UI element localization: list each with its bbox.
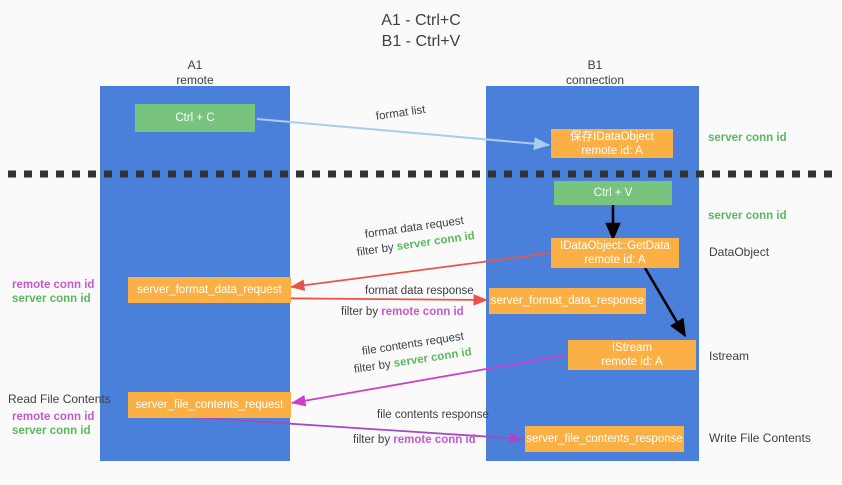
annotation-server-conn-id-left-2: server conn id — [12, 425, 91, 437]
filter-value-remote-conn-id-2: remote conn id — [393, 434, 476, 446]
annotation-dataobject: DataObject — [709, 245, 770, 259]
box-ctrl-v-label: Ctrl + V — [593, 187, 633, 199]
box-ctrl-v[interactable]: Ctrl + V — [554, 181, 672, 205]
edge-label-format-data-response-filter: filter by remote conn id — [341, 305, 464, 320]
box-ctrl-c[interactable]: Ctrl + C — [135, 104, 255, 132]
box-istream[interactable]: IStream remote id: A — [568, 340, 696, 370]
box-ctrl-c-label: Ctrl + C — [175, 112, 215, 124]
box-server-format-data-request[interactable]: server_format_data_request — [128, 277, 291, 303]
column-header-a1: A1 remote — [120, 58, 270, 88]
edge-label-format-list: format list — [375, 103, 427, 123]
annotation-write-file-contents: Write File Contents — [709, 431, 811, 445]
box-idataobject-getdata[interactable]: IDataObject::GetData remote id: A — [551, 238, 679, 268]
edge-label-format-data-response-text: format data response — [365, 285, 474, 297]
annotation-remote-conn-id-2: remote conn id — [12, 411, 95, 423]
box-idataobject-line1: 保存IDataObject — [570, 130, 654, 143]
box-server-file-contents-request[interactable]: server_file_contents_request — [128, 392, 291, 418]
edge-label-file-contents-response: file contents response — [377, 408, 489, 423]
annotation-read-file-contents: Read File Contents — [8, 392, 111, 406]
box-getdata-line1: IDataObject::GetData — [560, 240, 670, 252]
column-b1-name: B1 — [587, 58, 603, 72]
box-istream-line2: remote id: A — [601, 356, 663, 368]
edge-label-file-contents-response-filter: filter by remote conn id — [353, 433, 476, 448]
column-a1-sub: remote — [176, 73, 214, 87]
box-idataobject-line2: remote id: A — [581, 144, 643, 157]
filter-prefix-2: filter by — [341, 306, 382, 318]
box-server-format-data-response[interactable]: server_format_data_response — [489, 288, 646, 314]
box-istream-line1: IStream — [611, 342, 653, 354]
annotation-server-conn-id-mid: server conn id — [708, 210, 787, 222]
annotation-remote-conn-id-1: remote conn id — [12, 279, 95, 291]
annotation-server-conn-id-left-1: server conn id — [12, 293, 91, 305]
filter-prefix-1: filter by — [356, 241, 398, 259]
box-server-format-data-request-label: server_format_data_request — [137, 284, 282, 296]
box-server-file-contents-request-label: server_file_contents_request — [135, 399, 284, 411]
edge-label-format-data-response: format data response — [365, 284, 474, 299]
filter-prefix-4: filter by — [353, 434, 394, 446]
box-idataobject[interactable]: 保存IDataObject remote id: A — [551, 129, 673, 158]
box-server-file-contents-response-label: server_file_contents_response — [526, 433, 683, 445]
column-header-b1: B1 connection — [520, 58, 670, 88]
column-a1-name: A1 — [187, 58, 203, 72]
box-server-format-data-response-label: server_format_data_response — [490, 295, 645, 307]
annotation-istream: Istream — [709, 349, 750, 363]
box-getdata-line2: remote id: A — [584, 254, 646, 266]
column-b1-sub: connection — [565, 73, 625, 87]
diagram-title: A1 - Ctrl+C B1 - Ctrl+V — [0, 10, 842, 52]
edge-label-file-contents-response-text: file contents response — [377, 409, 489, 421]
filter-prefix-3: filter by — [353, 357, 395, 376]
box-server-file-contents-response[interactable]: server_file_contents_response — [525, 426, 684, 452]
title-line-1: A1 - Ctrl+C — [381, 12, 461, 29]
title-line-2: B1 - Ctrl+V — [381, 33, 461, 50]
filter-value-remote-conn-id-1: remote conn id — [381, 306, 464, 318]
annotation-server-conn-id-top: server conn id — [708, 132, 787, 144]
